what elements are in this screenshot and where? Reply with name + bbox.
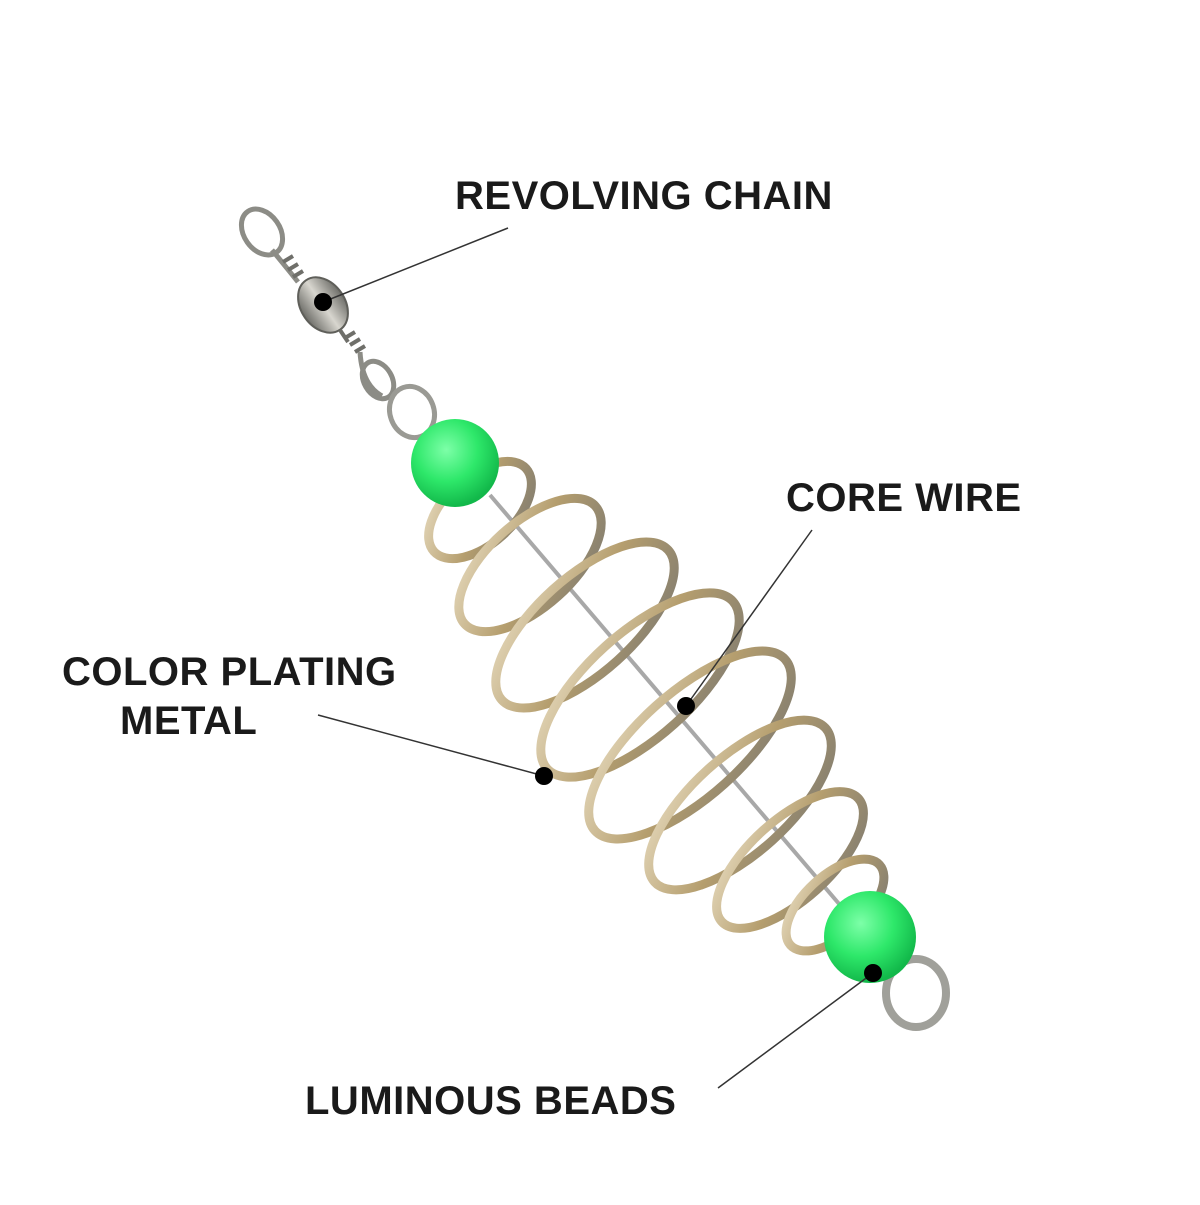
marker-dot-revolving-chain (314, 293, 332, 311)
label-luminous-beads: LUMINOUS BEADS (305, 1079, 677, 1123)
marker-dot-core-wire (677, 697, 695, 715)
marker-dot-luminous-beads (864, 964, 882, 982)
bottom-eye-ring (882, 955, 950, 1031)
label-color-plating-metal: METAL (120, 699, 258, 743)
revolving-chain (238, 206, 438, 441)
color-plating-metal-spring (424, 456, 889, 956)
leader-line-luminous-beads (717, 972, 874, 1089)
label-revolving-chain: REVOLVING CHAIN (455, 174, 833, 218)
leader-line-revolving-chain (322, 227, 509, 303)
leader-line-core-wire (685, 529, 813, 707)
label-core-wire: CORE WIRE (786, 476, 1022, 520)
leader-line-color-plating (317, 714, 545, 777)
label-color-plating: COLOR PLATING (62, 650, 397, 694)
luminous-bead-top (411, 419, 499, 507)
luminous-bead-bottom (824, 891, 916, 983)
marker-dot-color-plating (535, 767, 553, 785)
